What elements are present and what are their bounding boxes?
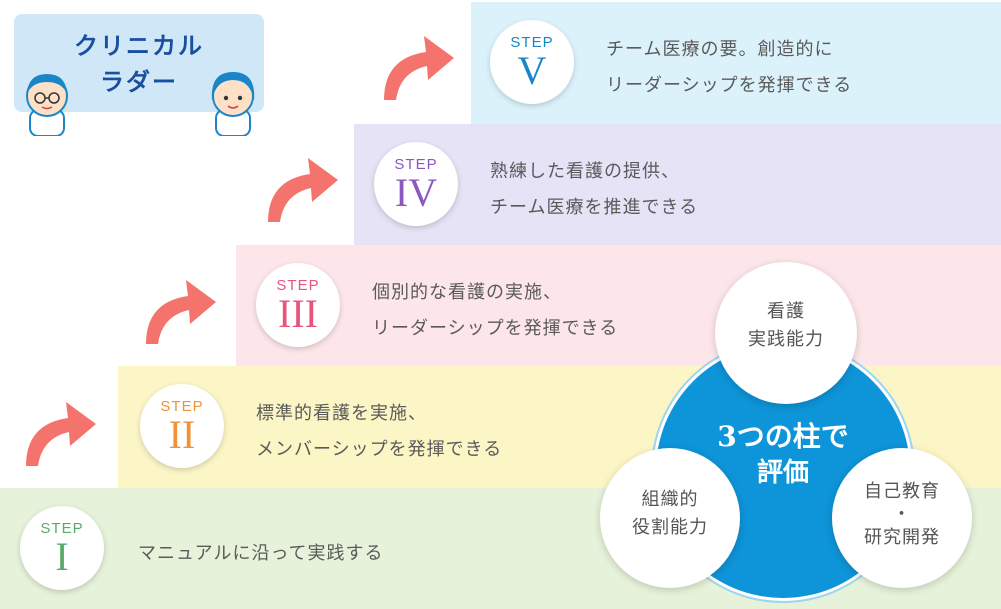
title-line1: クリニカル bbox=[74, 32, 204, 60]
pillar-organizational-role: 組織的 役割能力 bbox=[600, 448, 740, 588]
step5-badge: STEP V bbox=[490, 20, 574, 104]
step4-line1: 熟練した看護の提供、 bbox=[490, 161, 680, 182]
pillar-line: ・ bbox=[892, 504, 912, 525]
center-line2: 評価 bbox=[756, 458, 809, 488]
step3-line1: 個別的な看護の実施、 bbox=[372, 282, 562, 303]
pillar-line: 研究開発 bbox=[864, 527, 940, 548]
step-up-arrow-icon bbox=[384, 36, 454, 100]
step-label: STEP bbox=[40, 520, 84, 537]
step-label: STEP bbox=[510, 34, 554, 51]
step-numeral: IV bbox=[394, 170, 438, 215]
step2-line1: 標準的看護を実施、 bbox=[256, 403, 427, 424]
step-up-arrow-icon bbox=[26, 402, 96, 466]
step5-line1: チーム医療の要。創造的に bbox=[606, 39, 834, 60]
pillar-self-education: 自己教育 ・ 研究開発 bbox=[832, 448, 972, 588]
pillar-line: 自己教育 bbox=[864, 481, 940, 502]
step2-badge: STEP II bbox=[140, 384, 224, 468]
step-numeral: II bbox=[168, 412, 196, 457]
pillar-line: 役割能力 bbox=[632, 517, 708, 538]
step5-text: チーム医療の要。創造的に リーダーシップを発揮できる bbox=[606, 32, 852, 104]
step-up-arrow-icon bbox=[146, 280, 216, 344]
pillar-line: 看護 bbox=[767, 301, 805, 322]
title-line2: ラダー bbox=[100, 68, 178, 96]
step3-band bbox=[236, 245, 1001, 366]
step4-text: 熟練した看護の提供、 チーム医療を推進できる bbox=[490, 154, 698, 226]
step1-line1: マニュアルに沿って実践する bbox=[138, 543, 384, 564]
step-label: STEP bbox=[160, 398, 204, 415]
step3-badge: STEP III bbox=[256, 263, 340, 347]
step2-text: 標準的看護を実施、 メンバーシップを発揮できる bbox=[256, 396, 502, 468]
step4-band bbox=[354, 124, 1001, 245]
step1-text: マニュアルに沿って実践する bbox=[138, 536, 384, 572]
step-label: STEP bbox=[394, 156, 438, 173]
step-numeral: V bbox=[517, 48, 547, 93]
female-nurse-icon bbox=[211, 72, 255, 136]
center-line1: 3つの柱で bbox=[717, 420, 849, 453]
pillar-line: 組織的 bbox=[641, 489, 699, 510]
pillar-line: 実践能力 bbox=[748, 329, 824, 350]
step1-badge: STEP I bbox=[20, 506, 104, 590]
step5-line2: リーダーシップを発揮できる bbox=[606, 75, 853, 96]
step-numeral: III bbox=[278, 291, 318, 336]
step-label: STEP bbox=[276, 277, 320, 294]
step4-line2: チーム医療を推進できる bbox=[490, 197, 699, 218]
step4-badge: STEP IV bbox=[374, 142, 458, 226]
pillar-nursing-practice: 看護 実践能力 bbox=[715, 262, 857, 404]
male-nurse-icon bbox=[26, 74, 68, 136]
step2-line2: メンバーシップを発揮できる bbox=[256, 439, 503, 460]
step3-line2: リーダーシップを発揮できる bbox=[372, 318, 619, 339]
step3-text: 個別的な看護の実施、 リーダーシップを発揮できる bbox=[372, 275, 618, 347]
step-numeral: I bbox=[55, 534, 69, 579]
step-up-arrow-icon bbox=[268, 158, 338, 222]
